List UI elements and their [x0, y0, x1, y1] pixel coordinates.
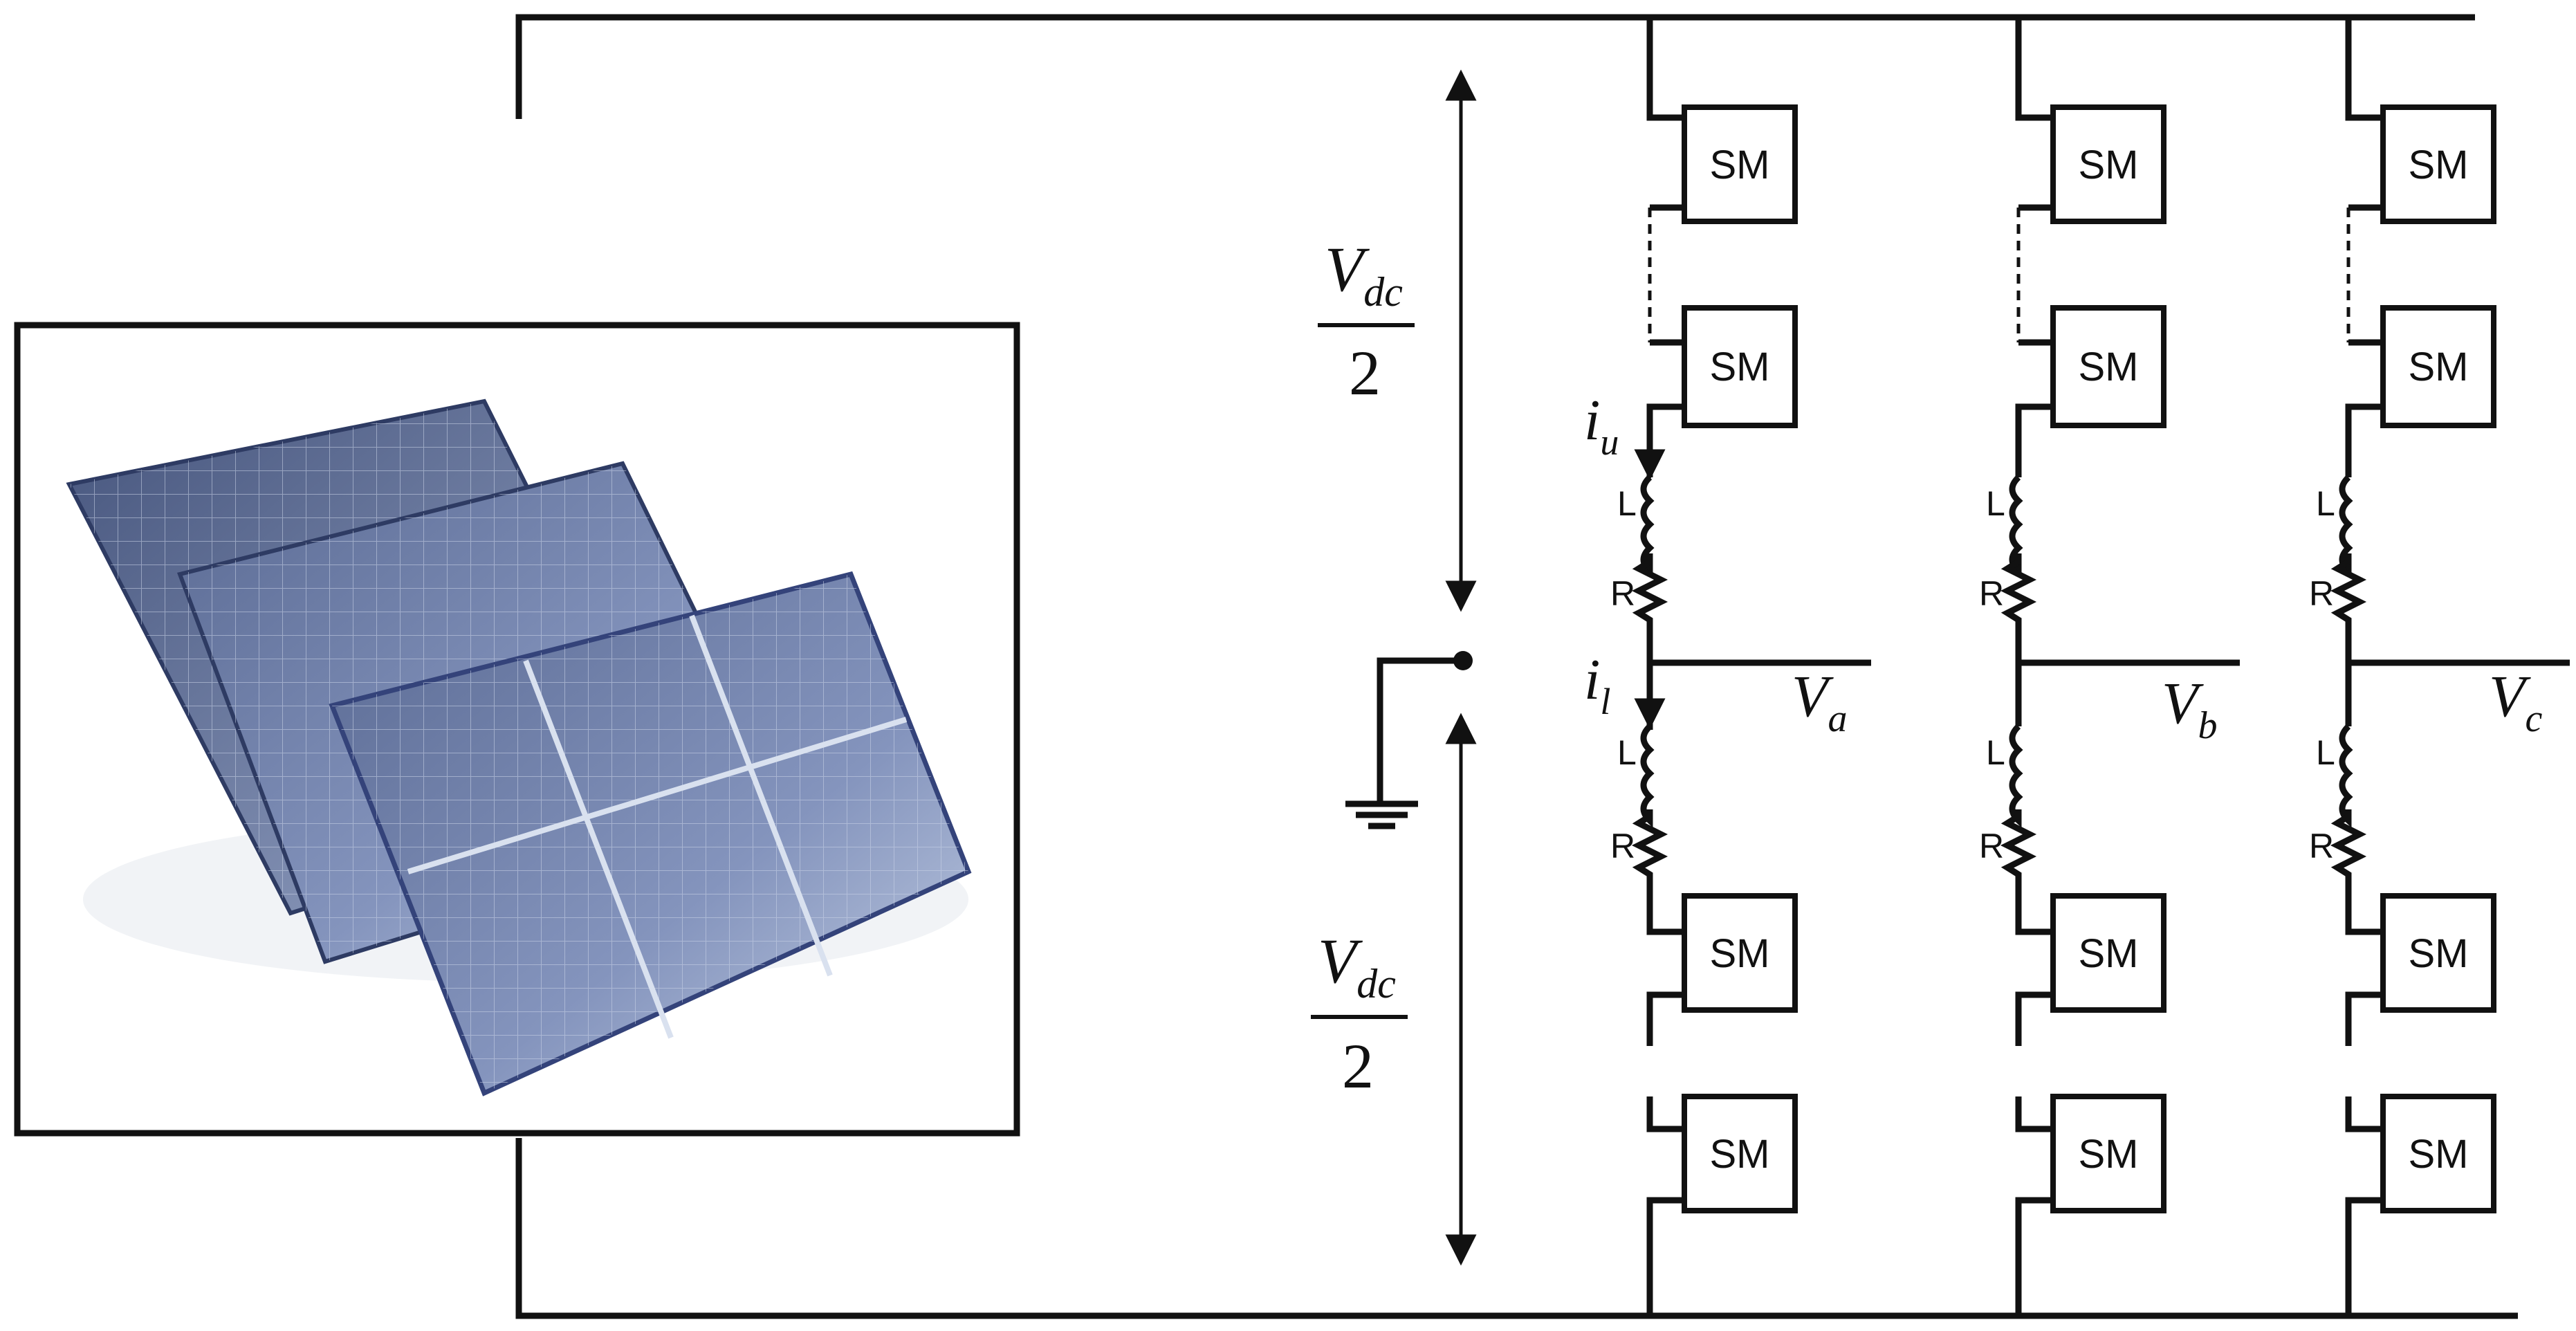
submodule-b-1: SM	[2050, 104, 2166, 224]
svg-text:SM: SM	[1710, 345, 1770, 389]
submodule-a-4: SM	[1682, 1094, 1798, 1213]
submodule-a-3: SM	[1682, 893, 1798, 1013]
svg-text:SM: SM	[2079, 143, 2139, 187]
resistor-label-b-upper: R	[1979, 574, 2004, 613]
svg-text:SM: SM	[2079, 345, 2139, 389]
ground-symbol	[1345, 651, 1473, 829]
inductor-label-c-lower: L	[2316, 733, 2335, 772]
svg-text:SM: SM	[1710, 1132, 1770, 1177]
svg-text:2: 2	[1349, 338, 1381, 408]
resistor-label-a-upper: R	[1610, 574, 1635, 613]
svg-text:SM: SM	[1710, 931, 1770, 976]
submodule-a-2: SM	[1682, 305, 1798, 428]
submodule-c-3: SM	[2380, 893, 2496, 1013]
submodule-a-1: SM	[1682, 104, 1798, 224]
phase-b-voltage-label: Vb	[2162, 670, 2218, 747]
submodule-c-2: SM	[2380, 305, 2496, 428]
svg-text:Vdc: Vdc	[1325, 234, 1403, 315]
resistor-label-c-upper: R	[2309, 574, 2334, 613]
phase-leg-c	[2330, 17, 2570, 1316]
phase-a-voltage-label: Va	[1792, 663, 1848, 740]
inductor-label-b-lower: L	[1986, 733, 2005, 772]
inductor-label-a-upper: L	[1617, 484, 1637, 523]
dc-positive-rail	[515, 14, 2475, 119]
svg-text:SM: SM	[2409, 143, 2469, 187]
phase-leg-a	[1631, 17, 1871, 1316]
submodule-c-1: SM	[2380, 104, 2496, 224]
svg-text:SM: SM	[2079, 1132, 2139, 1177]
lower-arm-current-label: il	[1584, 648, 1610, 722]
submodule-b-3: SM	[2050, 893, 2166, 1013]
submodule-c-4: SM	[2380, 1094, 2496, 1213]
svg-text:SM: SM	[2409, 345, 2469, 389]
lower-vdc-half-label: Vdc 2	[1311, 926, 1408, 1101]
inductor-label-c-upper: L	[2316, 484, 2335, 523]
upper-vdc-half-label: Vdc 2	[1318, 234, 1415, 408]
svg-text:SM: SM	[2409, 1132, 2469, 1177]
resistor-label-c-lower: R	[2309, 827, 2334, 865]
submodule-b-4: SM	[2050, 1094, 2166, 1213]
svg-text:2: 2	[1342, 1031, 1374, 1101]
resistor-label-a-lower: R	[1610, 827, 1635, 865]
phase-leg-b	[2000, 17, 2240, 1316]
dc-negative-rail	[515, 1138, 2518, 1319]
submodule-b-2: SM	[2050, 305, 2166, 428]
upper-arm-current-label: iu	[1584, 388, 1619, 463]
svg-text:SM: SM	[2079, 931, 2139, 976]
svg-text:Vdc: Vdc	[1318, 926, 1396, 1007]
svg-text:SM: SM	[1710, 143, 1770, 187]
inductor-label-b-upper: L	[1986, 484, 2005, 523]
inductor-label-a-lower: L	[1617, 733, 1637, 772]
svg-text:SM: SM	[2409, 931, 2469, 976]
solar-panel-image	[66, 398, 972, 1096]
phase-c-voltage-label: Vc	[2489, 663, 2543, 740]
resistor-label-b-lower: R	[1979, 827, 2004, 865]
